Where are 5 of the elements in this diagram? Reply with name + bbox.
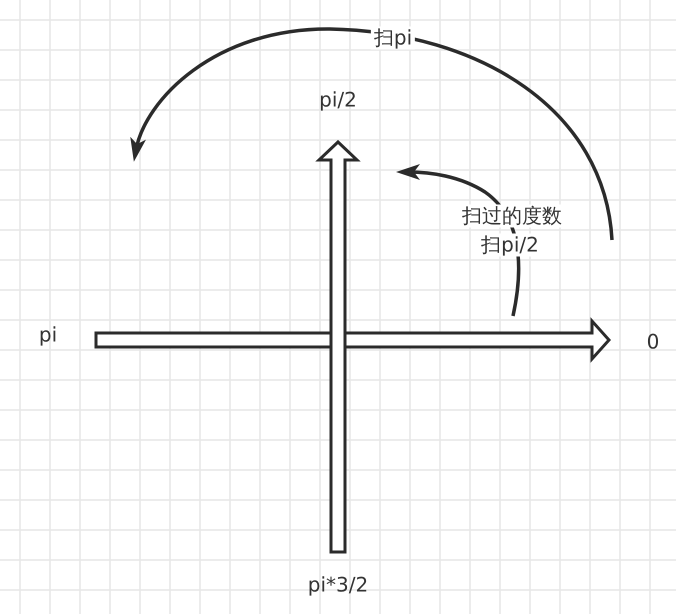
angle-label: pi*3/2 xyxy=(308,574,368,596)
sweep-label: 扫pi xyxy=(370,26,416,50)
angle-label: 0 xyxy=(646,330,660,354)
angle-label: pi xyxy=(38,324,58,346)
angle-label: pi/2 xyxy=(319,88,357,112)
